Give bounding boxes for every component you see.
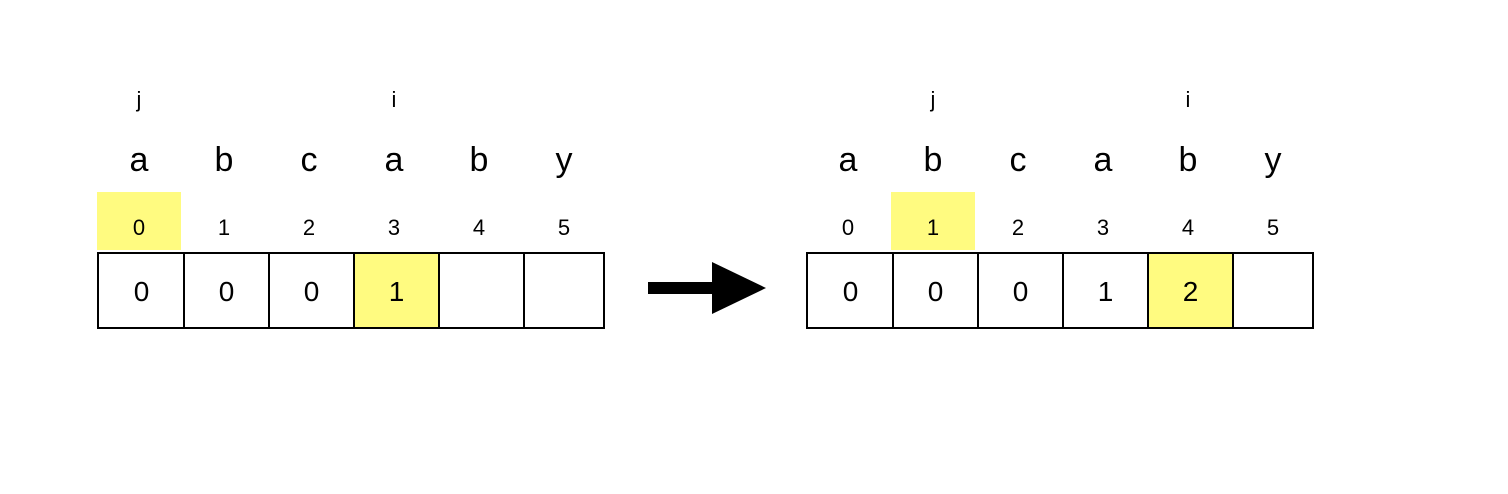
index-label: 0 — [841, 215, 855, 240]
string-char: b — [214, 141, 234, 179]
string-char: a — [838, 141, 858, 179]
array-cell — [438, 254, 523, 327]
string-char: a — [129, 141, 149, 179]
index-label: 5 — [557, 215, 571, 240]
string-char: y — [555, 141, 573, 179]
index-label: 2 — [1011, 215, 1025, 240]
array-cell: 0 — [892, 254, 977, 327]
pointer-j-label: j — [136, 87, 142, 112]
array-cell: 1 — [1062, 254, 1147, 327]
string-char: c — [300, 141, 318, 179]
string-char: b — [1178, 141, 1198, 179]
string-char: b — [923, 141, 943, 179]
string-char: a — [384, 141, 404, 179]
array-cell: 0 — [183, 254, 268, 327]
array-cell — [523, 254, 608, 327]
index-row: 0 1 2 3 4 5 — [97, 192, 607, 252]
right-arrow-icon — [648, 262, 766, 314]
array-cell: 1 — [353, 254, 438, 327]
index-label: 0 — [97, 192, 181, 250]
pointer-i-label: i — [1185, 87, 1191, 112]
index-label: 3 — [1096, 215, 1110, 240]
array-cell: 0 — [842, 276, 859, 307]
array-cell: 0 — [268, 254, 353, 327]
array-cell: 2 — [1147, 254, 1232, 327]
index-label: 5 — [1266, 215, 1280, 240]
index-label: 1 — [891, 192, 975, 250]
index-label: 3 — [387, 215, 401, 240]
array-cell: 0 — [133, 276, 150, 307]
string-char: y — [1264, 141, 1282, 179]
array-cell — [1232, 254, 1317, 327]
index-row: 0 1 2 3 4 5 — [806, 192, 1316, 252]
pointer-j-label: j — [930, 87, 936, 112]
index-label: 4 — [1181, 215, 1195, 240]
string-char: c — [1009, 141, 1027, 179]
index-label: 1 — [217, 215, 231, 240]
string-char: b — [469, 141, 489, 179]
pointer-i-label: i — [391, 87, 397, 112]
array-cell: 0 — [977, 254, 1062, 327]
string-char: a — [1093, 141, 1113, 179]
index-label: 4 — [472, 215, 486, 240]
index-label: 2 — [302, 215, 316, 240]
